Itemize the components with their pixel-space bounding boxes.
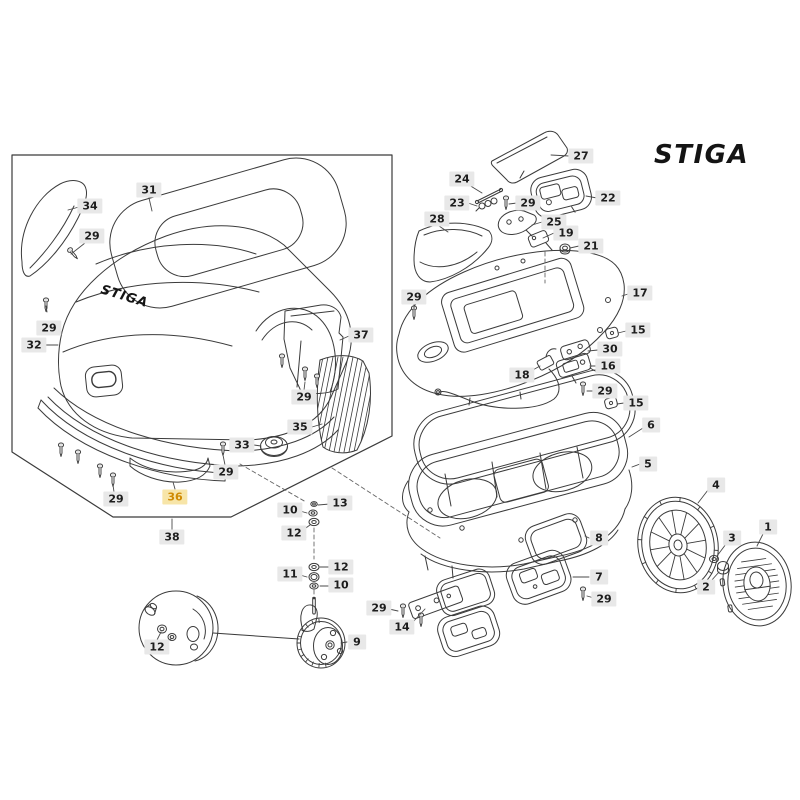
part-label-15[interactable]: 15 [625,322,651,338]
part-label-7[interactable]: 7 [590,569,608,585]
gasket-lower [436,568,496,617]
part-label-11[interactable]: 11 [277,566,303,582]
part-24-rod [474,187,504,205]
part-label-35[interactable]: 35 [287,419,313,435]
part-label-29[interactable]: 29 [591,591,617,607]
part-label-29[interactable]: 29 [592,383,618,399]
part-label-29[interactable]: 29 [515,195,541,211]
part-label-36[interactable]: 36 [162,489,188,505]
part-31-top-frame [109,157,347,309]
stiga-logo-text: STIGA [654,140,749,170]
part-3-washer [709,555,719,563]
part-label-29[interactable]: 29 [291,389,317,405]
part-8-gasket [524,513,588,565]
part-label-29[interactable]: 29 [79,228,105,244]
chassis-assembly [138,130,792,669]
part-14-bracket [408,585,464,620]
part-28-cover-panel [413,222,493,283]
part-label-34[interactable]: 34 [77,198,103,214]
leader-lines [45,154,764,644]
part-35-grille [316,355,371,454]
part-label-3[interactable]: 3 [723,530,741,546]
part-label-31[interactable]: 31 [136,182,162,198]
part-19-clip [527,230,553,251]
part-7-cover [505,549,572,605]
part-9-caster-wheel [296,604,346,669]
part-18-cable [434,348,560,409]
part-label-13[interactable]: 13 [327,495,353,511]
part-label-12[interactable]: 12 [281,525,307,541]
part-label-24[interactable]: 24 [449,171,475,187]
part-label-29[interactable]: 29 [103,491,129,507]
part-label-10[interactable]: 10 [328,577,354,593]
part-label-9[interactable]: 9 [348,634,366,650]
part-17-chassis-top [396,249,625,406]
cover-lower [437,605,501,658]
part-label-30[interactable]: 30 [597,341,623,357]
part-label-19[interactable]: 19 [553,225,579,241]
part-label-6[interactable]: 6 [642,417,660,433]
part-label-23[interactable]: 23 [444,195,470,211]
part-label-21[interactable]: 21 [578,238,604,254]
part-30-plate [560,339,591,361]
part-label-1[interactable]: 1 [759,519,777,535]
part-label-10[interactable]: 10 [277,502,303,518]
part-label-2[interactable]: 2 [697,579,715,595]
part-label-29[interactable]: 29 [36,320,62,336]
part-label-8[interactable]: 8 [590,530,608,546]
part-15-clip-a [605,326,619,340]
part-4-wheel [637,496,719,594]
part-label-38[interactable]: 38 [159,529,185,545]
part-label-37[interactable]: 37 [348,327,374,343]
part-label-12[interactable]: 12 [144,639,170,655]
part-label-29[interactable]: 29 [366,600,392,616]
part-label-29[interactable]: 29 [213,464,239,480]
part-label-29[interactable]: 29 [401,289,427,305]
assembly-dashed-lines [239,251,546,598]
part-label-14[interactable]: 14 [389,619,415,635]
part-label-15[interactable]: 15 [623,395,649,411]
part-label-32[interactable]: 32 [21,337,47,353]
part-23-spring [475,197,498,212]
part-1-wheel-cover [719,541,792,627]
part-label-4[interactable]: 4 [707,477,725,493]
part-label-22[interactable]: 22 [595,190,621,206]
part-36-bumper-strip [129,457,211,483]
part-label-28[interactable]: 28 [424,211,450,227]
part-label-5[interactable]: 5 [639,456,657,472]
detail-circle [138,590,300,666]
part-label-12[interactable]: 12 [328,559,354,575]
part-label-18[interactable]: 18 [509,367,535,383]
part-label-17[interactable]: 17 [627,285,653,301]
part-label-16[interactable]: 16 [595,358,621,374]
part-label-27[interactable]: 27 [568,148,594,164]
washer-stack-upper [308,501,320,527]
part-label-33[interactable]: 33 [229,437,255,453]
